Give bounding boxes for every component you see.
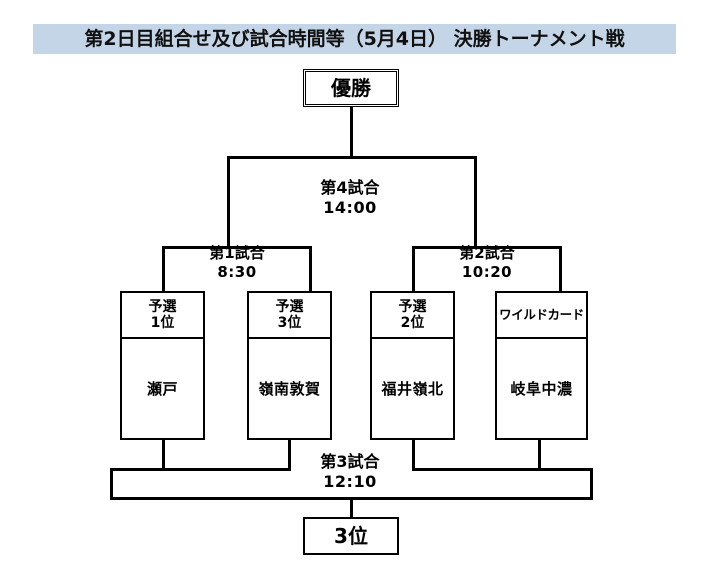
- match3-label-group: 第3試合 12:10: [270, 452, 430, 492]
- match2-label-group: 第2試合 10:20: [427, 244, 547, 282]
- entry-3-seed-box: 予選 2位: [370, 291, 455, 339]
- match3-name: 第3試合: [320, 452, 380, 471]
- entry-2-team-box: 嶺南敦賀: [247, 339, 332, 440]
- entry-4-team-name: 岐阜中濃: [510, 380, 573, 398]
- match2-name: 第2試合: [459, 244, 515, 262]
- match1-label-group: 第1試合 8:30: [177, 244, 297, 282]
- third-place-box: 3位: [303, 517, 399, 555]
- connector-match1-left-drop: [162, 246, 165, 292]
- connector-match2-left-drop: [412, 246, 415, 292]
- connector-third-left-crossbar: [162, 468, 291, 471]
- match1-time: 8:30: [217, 262, 257, 281]
- entry-3-team-box: 福井嶺北: [370, 339, 455, 440]
- connector-third-left1-stem: [162, 440, 165, 470]
- connector-third-right2-stem: [538, 440, 541, 470]
- title-banner: 第2日目組合せ及び試合時間等（5月4日） 決勝トーナメント戦: [33, 24, 676, 54]
- entry-2-seed-line2: 3位: [277, 315, 302, 331]
- entry-4-team-box: 岐阜中濃: [495, 339, 588, 440]
- entry-2-team-name: 嶺南敦賀: [258, 380, 321, 398]
- connector-third-right-arm: [538, 468, 593, 471]
- connector-third-stem: [350, 497, 353, 519]
- connector-third-left2-stem: [288, 440, 291, 470]
- connector-third-right-arm-drop: [590, 468, 593, 500]
- third-place-label: 3位: [334, 524, 368, 548]
- connector-match1-crossbar: [162, 246, 312, 249]
- entry-1-team-box: 瀬戸: [120, 339, 205, 440]
- entry-4-seed-line1: ワイルドカード: [499, 306, 584, 322]
- connector-third-right-crossbar: [412, 468, 541, 471]
- connector-final-left-drop: [227, 156, 230, 248]
- match4-label-group: 第4試合 14:00: [270, 178, 430, 218]
- connector-final-right-drop: [474, 156, 477, 248]
- entry-2-seed-box: 予選 3位: [247, 291, 332, 339]
- connector-third-left-arm-drop: [110, 468, 113, 500]
- match2-time: 10:20: [461, 262, 513, 281]
- entry-2-seed-line1: 予選: [275, 298, 304, 315]
- connector-champion-stem: [350, 107, 353, 159]
- champion-label: 優勝: [331, 76, 371, 100]
- entry-3-seed-line2: 2位: [400, 315, 425, 331]
- connector-final-crossbar: [227, 156, 477, 159]
- page-title: 第2日目組合せ及び試合時間等（5月4日） 決勝トーナメント戦: [84, 27, 625, 50]
- entry-4-seed-box: ワイルドカード: [495, 291, 588, 339]
- connector-match2-right-drop: [559, 246, 562, 292]
- entry-3-team-name: 福井嶺北: [381, 380, 444, 398]
- entry-1-team-name: 瀬戸: [146, 380, 178, 398]
- entry-3-seed-line1: 予選: [398, 298, 427, 315]
- connector-third-left-arm: [110, 468, 165, 471]
- entry-1-seed-box: 予選 1位: [120, 291, 205, 339]
- connector-match1-right-drop: [309, 246, 312, 292]
- match3-time: 12:10: [323, 472, 377, 491]
- match1-name: 第1試合: [209, 244, 265, 262]
- connector-match2-crossbar: [412, 246, 562, 249]
- champion-box: 優勝: [303, 69, 399, 107]
- entry-1-seed-line1: 予選: [148, 298, 177, 315]
- match4-time: 14:00: [323, 198, 377, 217]
- connector-third-right1-stem: [412, 440, 415, 470]
- match4-name: 第4試合: [320, 178, 380, 197]
- entry-1-seed-line2: 1位: [150, 315, 175, 331]
